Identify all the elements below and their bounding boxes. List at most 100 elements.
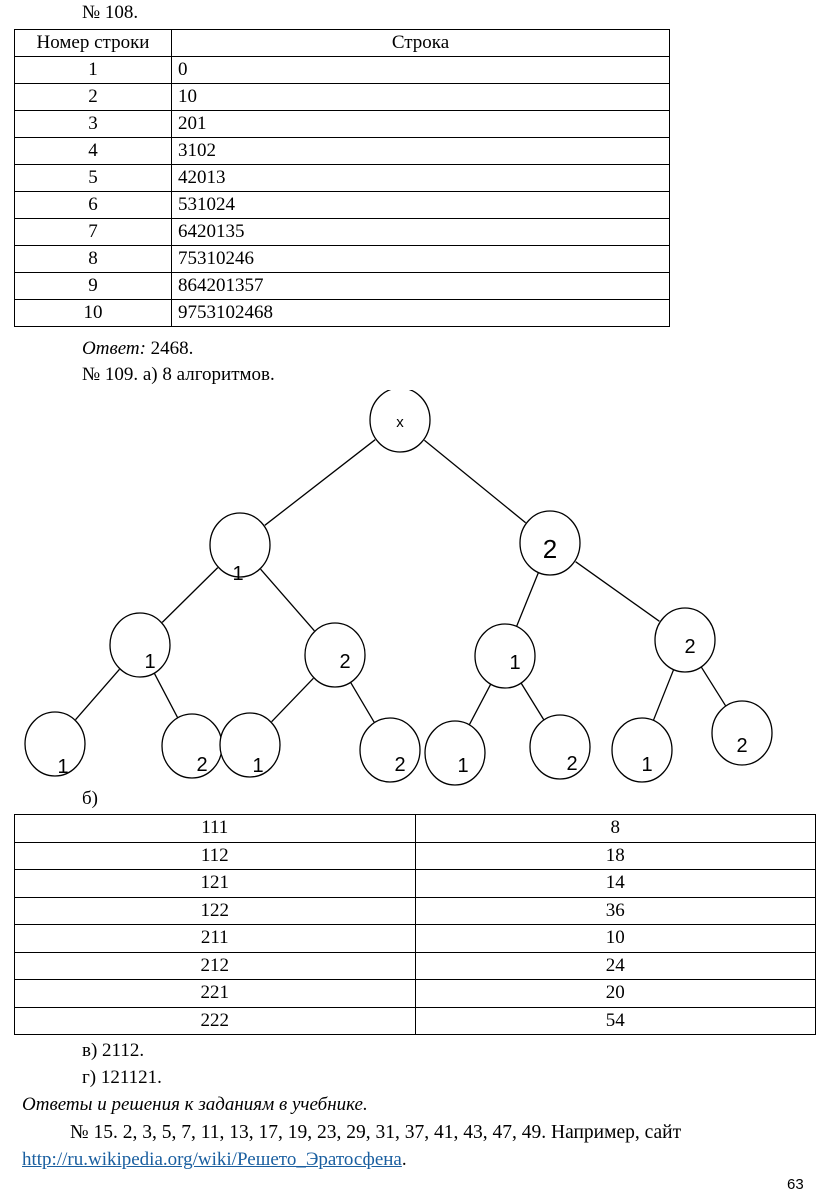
tree-node-label: 1 (252, 755, 263, 777)
tree-node (209, 512, 271, 578)
tree-edge (468, 684, 492, 725)
table-cell: 6 (14, 191, 172, 219)
tree-node-label: 2 (736, 735, 747, 757)
table-cell: 24 (414, 951, 816, 980)
table-cell: 2 (14, 83, 172, 111)
tree-node-label: 1 (641, 754, 652, 776)
tree-node (519, 510, 581, 576)
table-cell: 111 (14, 814, 416, 843)
tree-node-label: 1 (457, 755, 468, 777)
answer-label: Ответ: (82, 338, 146, 359)
table-cell: 14 (414, 869, 816, 898)
tree-node-label: 2 (196, 754, 207, 776)
table-cell: 10 (14, 299, 172, 327)
answer-value: 2468. (145, 338, 194, 359)
part-b-label: б) (82, 788, 98, 809)
table-cell: 122 (14, 896, 416, 925)
table-cell: 531024 (171, 191, 670, 219)
table-cell: 3 (14, 110, 172, 138)
tree-node-label: 1 (144, 651, 155, 673)
tree-node (359, 717, 421, 783)
task-109-heading: № 109. а) 8 алгоритмов. (82, 364, 275, 385)
table-cell: 18 (414, 841, 816, 870)
task-15-text: № 15. 2, 3, 5, 7, 11, 13, 17, 19, 23, 29… (70, 1122, 682, 1143)
tree-edge (575, 561, 660, 622)
table-cell: Строка (171, 29, 670, 57)
table-cell: 112 (14, 841, 416, 870)
table-cell: 222 (14, 1006, 416, 1035)
table-cell: 864201357 (171, 272, 670, 300)
tree-node (369, 390, 431, 453)
table-cell: 201 (171, 110, 670, 138)
tree-node-label: 2 (394, 754, 405, 776)
tree-edge (153, 673, 179, 718)
table-cell: 9 (14, 272, 172, 300)
tree-node (474, 623, 536, 689)
tree-node (654, 607, 716, 673)
tree-edge (520, 683, 545, 720)
table-cell: 9753102468 (171, 299, 670, 327)
table-cell: 121 (14, 869, 416, 898)
tree-edge (161, 567, 219, 623)
table-cell: 211 (14, 924, 416, 953)
table-cell: 20 (414, 979, 816, 1008)
tree-node-label: 2 (566, 753, 577, 775)
tree-edge (264, 439, 376, 526)
tree-node (424, 720, 486, 786)
table-cell: 54 (414, 1006, 816, 1035)
table-cell: 0 (171, 56, 670, 84)
tree-node (711, 700, 773, 766)
tree-edge (423, 439, 527, 524)
eratosthenes-link[interactable]: http://ru.wikipedia.org/wiki/Решето_Эрат… (22, 1149, 402, 1170)
tree-node (304, 622, 366, 688)
task-108-heading: № 108. (82, 2, 139, 23)
table-cell: 212 (14, 951, 416, 980)
period: . (401, 1149, 407, 1170)
table-cell: 8 (14, 245, 172, 273)
tree-node (24, 711, 86, 777)
tree-node-label: 2 (684, 636, 695, 658)
tree-node (109, 612, 171, 678)
tree-node-label: 1 (232, 563, 243, 585)
page-number: 63 (787, 1176, 804, 1193)
tree-node (219, 712, 281, 778)
tree-node (529, 714, 591, 780)
table-cell: 1 (14, 56, 172, 84)
tree-node-label: 1 (509, 652, 520, 674)
table-cell: 8 (414, 814, 816, 843)
table-cell: 42013 (171, 164, 670, 192)
part-g-answer: г) 121121. (82, 1067, 162, 1088)
table-cell: 10 (171, 83, 670, 111)
tree-edge (652, 669, 675, 721)
task-108-answer: Ответ: 2468. (82, 338, 193, 360)
table-cell: 10 (414, 924, 816, 953)
tree-node (161, 713, 223, 779)
table-cell: 7 (14, 218, 172, 246)
table-cell: 5 (14, 164, 172, 192)
table-cell: Номер строки (14, 29, 172, 57)
table-cell: 4 (14, 137, 172, 165)
tree-node-label: x (396, 414, 404, 431)
task-15-link-line: http://ru.wikipedia.org/wiki/Решето_Эрат… (22, 1149, 407, 1171)
tree-edge (271, 677, 314, 723)
